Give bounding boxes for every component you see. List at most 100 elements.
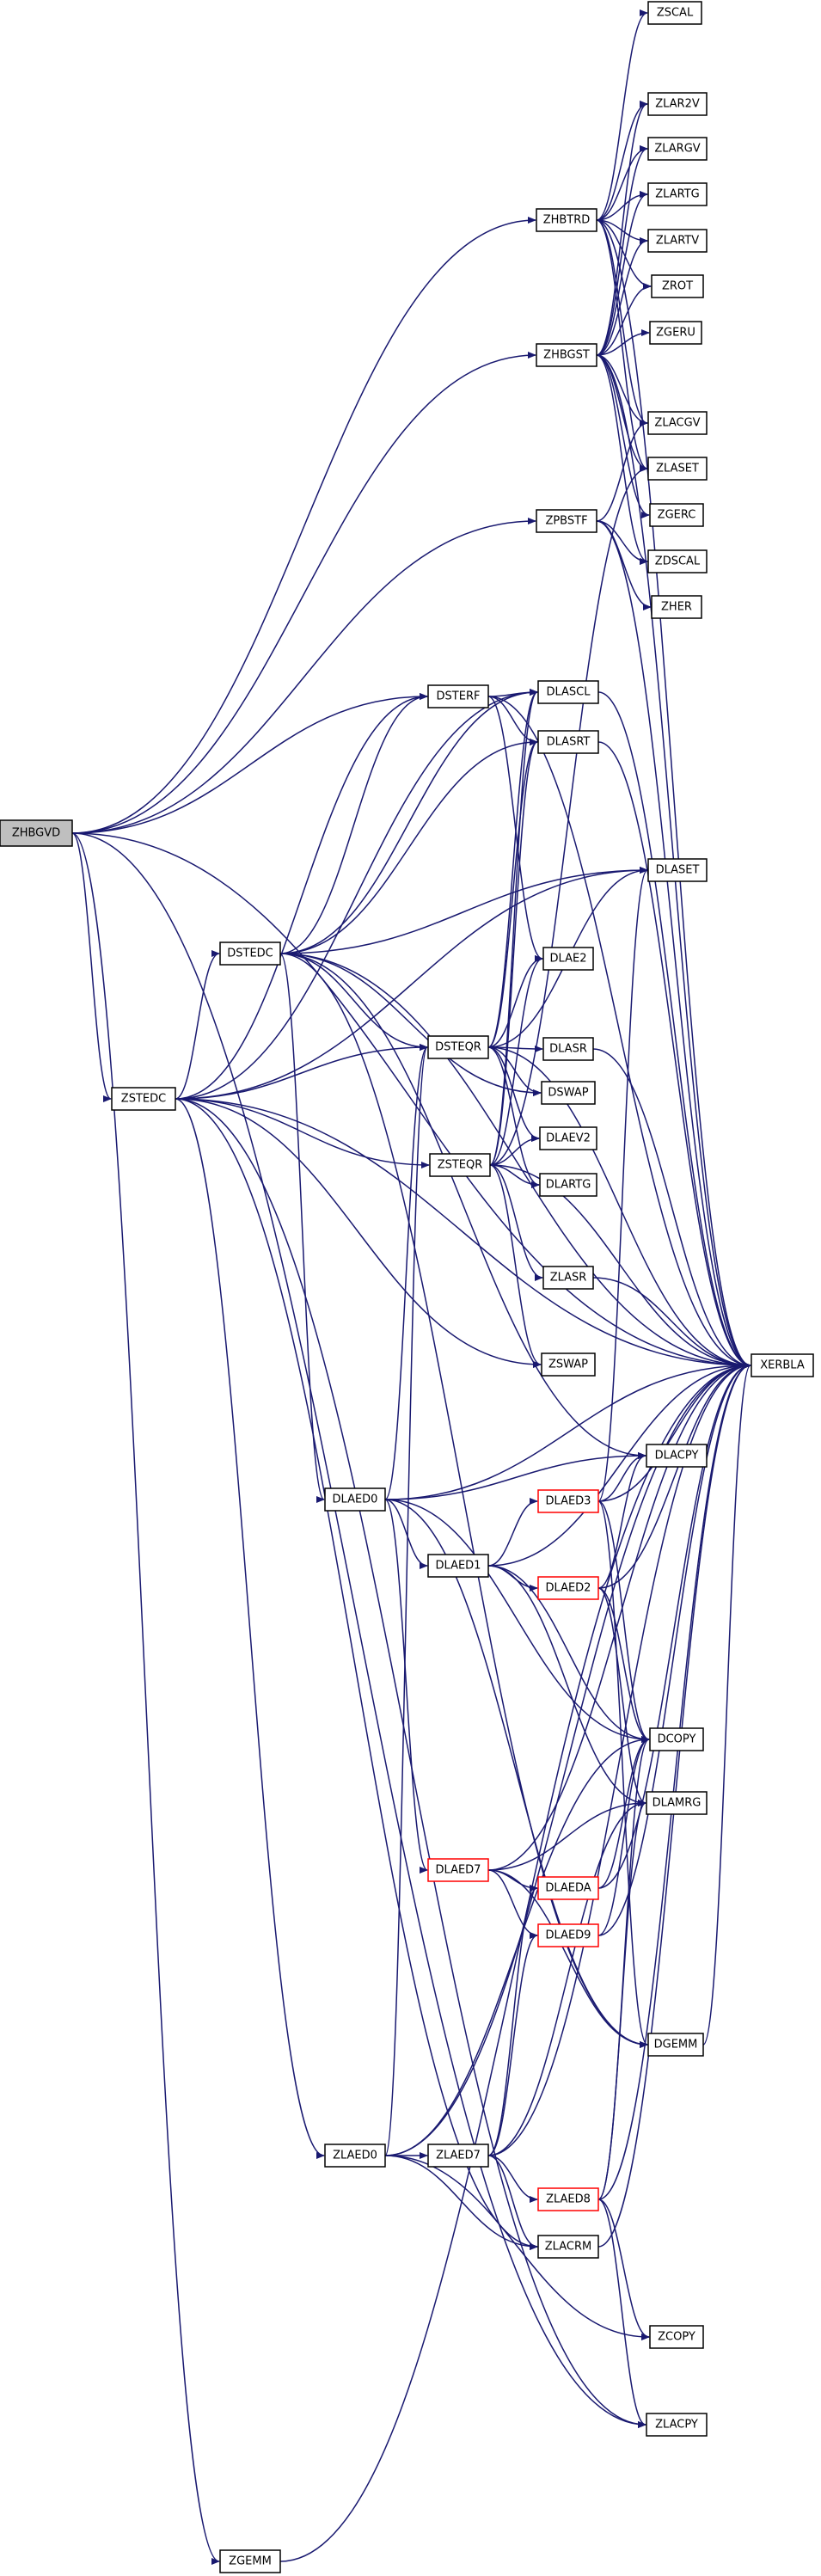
edge-zlaed7-to-dlamrg	[487, 1800, 646, 2156]
node-dlasr[interactable]: DLASR	[542, 1037, 594, 1061]
node-zlar2v[interactable]: ZLAR2V	[647, 92, 708, 116]
node-dlaed2[interactable]: DLAED2	[537, 1576, 599, 1600]
node-box-dlaed7	[427, 1858, 489, 1882]
edge-zlaed8-to-zcopy	[597, 2199, 650, 2340]
node-zhbgvd[interactable]: ZHBGVD	[0, 819, 73, 847]
node-dsterf[interactable]: DSTERF	[427, 684, 489, 708]
node-dlamrg[interactable]: DLAMRG	[646, 1791, 708, 1815]
node-label-zlartg: ZLARTG	[655, 188, 699, 201]
node-zgerc[interactable]: ZGERC	[649, 503, 704, 527]
node-label-zlaed8: ZLAED8	[546, 2193, 591, 2206]
edge-zlaed0-to-dsteqr	[384, 1044, 428, 2156]
node-dsteqr[interactable]: DSTEQR	[427, 1035, 489, 1059]
node-box-zhbgvd	[0, 819, 73, 847]
node-zlartv[interactable]: ZLARTV	[647, 229, 708, 253]
node-box-dlamrg	[646, 1791, 708, 1815]
node-dlaset[interactable]: DLASET	[647, 858, 708, 882]
node-dgemm[interactable]: DGEMM	[647, 2033, 704, 2057]
edge-dlaed0-to-dgemm	[384, 1499, 648, 2048]
node-label-zrot: ZROT	[662, 280, 693, 293]
edges-layer	[71, 9, 751, 2565]
edge-zstedc-to-zlacrm	[175, 1098, 538, 2250]
node-zrot[interactable]: ZROT	[651, 274, 704, 298]
node-zhbgst[interactable]: ZHBGST	[536, 343, 597, 367]
node-dlacpy[interactable]: DLACPY	[646, 1444, 708, 1468]
node-zcopy[interactable]: ZCOPY	[649, 2325, 704, 2349]
node-zlaed7[interactable]: ZLAED7	[427, 2144, 489, 2168]
node-xerbla[interactable]: XERBLA	[751, 1353, 814, 1377]
node-zdscal[interactable]: ZDSCAL	[647, 549, 708, 573]
edge-zhbgvd-to-zpbstf	[71, 518, 536, 834]
node-dlaed0[interactable]: DLAED0	[324, 1487, 386, 1512]
node-label-dlascl: DLASCL	[546, 686, 591, 699]
node-zher[interactable]: ZHER	[651, 595, 702, 619]
node-label-dlasrt: DLASRT	[547, 736, 591, 749]
node-dlaed3[interactable]: DLAED3	[537, 1489, 599, 1513]
node-zpbstf[interactable]: ZPBSTF	[536, 509, 597, 533]
node-zlaed8[interactable]: ZLAED8	[537, 2187, 599, 2211]
node-zswap[interactable]: ZSWAP	[541, 1352, 596, 1377]
edge-zhbgvd-to-zstedc	[71, 832, 112, 1102]
node-label-zlartv: ZLARTV	[656, 235, 699, 248]
node-zstedc[interactable]: ZSTEDC	[111, 1087, 176, 1111]
node-zlaed0[interactable]: ZLAED0	[324, 2144, 386, 2168]
edge-zlaed8-to-dlamrg	[597, 1800, 646, 2200]
node-box-dcopy	[649, 1727, 704, 1751]
node-label-dlaeda: DLAEDA	[545, 1882, 591, 1895]
node-box-dsteqr	[427, 1035, 489, 1059]
edge-zhbtrd-to-zscal	[596, 9, 648, 221]
node-dlascl[interactable]: DLASCL	[537, 680, 599, 704]
edge-dstedc-to-dsteqr	[279, 953, 428, 1051]
edge-zhbgst-to-zdscal	[596, 354, 648, 565]
node-zgemm[interactable]: ZGEMM	[219, 2549, 281, 2573]
edge-zstedc-to-dsterf	[175, 693, 428, 1100]
node-label-zswap: ZSWAP	[548, 1359, 588, 1371]
node-zlargv[interactable]: ZLARGV	[647, 137, 708, 161]
node-zlartg[interactable]: ZLARTG	[647, 182, 708, 206]
node-zlaset[interactable]: ZLASET	[647, 457, 708, 481]
node-dlaeda[interactable]: DLAEDA	[537, 1876, 599, 1900]
node-label-zgemm: ZGEMM	[229, 2555, 272, 2568]
node-zgeru[interactable]: ZGERU	[649, 321, 702, 345]
node-label-zlasr: ZLASR	[550, 1272, 587, 1285]
node-dlasrt[interactable]: DLASRT	[537, 730, 599, 754]
node-box-zlasr	[542, 1266, 594, 1290]
node-label-dlae2: DLAE2	[550, 953, 587, 966]
node-box-zgeru	[649, 321, 702, 345]
node-dswap[interactable]: DSWAP	[541, 1081, 596, 1105]
node-box-zher	[651, 595, 702, 619]
node-box-zhbgst	[536, 343, 597, 367]
node-dlaed7[interactable]: DLAED7	[427, 1858, 489, 1882]
edge-zpbstf-to-zlacgv	[596, 420, 648, 522]
node-dstedc[interactable]: DSTEDC	[219, 941, 281, 966]
node-zlasr[interactable]: ZLASR	[542, 1266, 594, 1290]
edge-zgemm-to-xerbla	[279, 1362, 751, 2562]
node-dlaed1[interactable]: DLAED1	[427, 1554, 489, 1578]
edge-zlaed8-to-zlacpy	[597, 2199, 646, 2428]
edge-dlaed0-to-dlaed1	[384, 1499, 428, 1569]
node-dlae2[interactable]: DLAE2	[542, 947, 594, 971]
node-label-zpbstf: ZPBSTF	[545, 515, 587, 528]
node-dlaed9[interactable]: DLAED9	[537, 1923, 599, 1947]
edge-dlaed1-to-dlaed3	[487, 1498, 538, 1567]
edge-zhbgst-to-zgerc	[596, 354, 650, 518]
node-zhbtrd[interactable]: ZHBTRD	[536, 208, 597, 232]
edge-zhbgvd-to-xerbla	[71, 832, 751, 1369]
node-zlacrm[interactable]: ZLACRM	[537, 2235, 599, 2259]
node-dlaev2[interactable]: DLAEV2	[539, 1126, 597, 1150]
edge-dlaed0-to-dcopy	[384, 1499, 650, 1743]
node-zlacpy[interactable]: ZLACPY	[646, 2413, 708, 2437]
node-zsteqr[interactable]: ZSTEQR	[429, 1153, 491, 1177]
edge-dsteqr-to-dlae2	[487, 955, 543, 1048]
node-dcopy[interactable]: DCOPY	[649, 1727, 704, 1751]
node-box-zlar2v	[647, 92, 708, 116]
node-dlartg[interactable]: DLARTG	[539, 1173, 597, 1197]
node-box-zgerc	[649, 503, 704, 527]
edge-dstedc-to-dlaset	[279, 867, 648, 954]
edge-dlaed7-to-dgemm	[487, 1869, 648, 2048]
node-zscal[interactable]: ZSCAL	[647, 1, 702, 25]
edge-dlaed2-to-dcopy	[597, 1587, 650, 1743]
node-label-zstedc: ZSTEDC	[121, 1093, 166, 1106]
node-zlacgv[interactable]: ZLACGV	[647, 411, 708, 435]
